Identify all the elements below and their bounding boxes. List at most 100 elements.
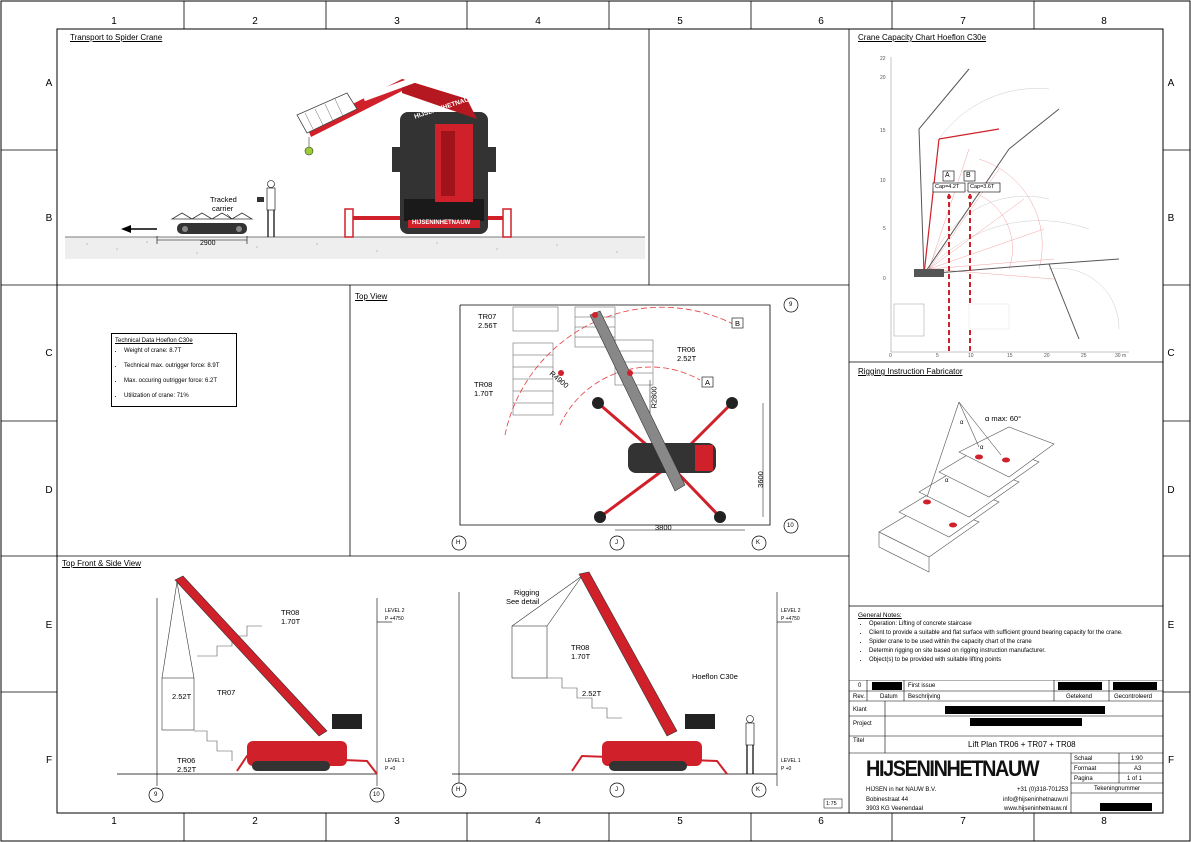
- top-dim-h: 3800: [655, 523, 672, 532]
- general-notes-heading: General Notes:: [858, 612, 902, 619]
- tb-title-value: Lift Plan TR06 + TR07 + TR08: [968, 740, 1076, 749]
- capacity-cap-b: Cap=3.6T: [970, 184, 995, 190]
- side-rigging-label-2: See detail: [506, 597, 540, 606]
- zone-col-5-bottom: 5: [677, 816, 683, 827]
- front-side-title: Top Front & Side View: [62, 559, 142, 568]
- zone-col-4: 4: [535, 16, 541, 27]
- zone-row-f: F: [45, 755, 53, 766]
- capacity-ytick-20: 20: [880, 75, 886, 81]
- tb-phone: +31 (0)318-701253: [1017, 787, 1069, 793]
- technical-data-item: Weight of crane: 8.7T: [124, 344, 236, 359]
- zone-col-6-bottom: 6: [818, 816, 824, 827]
- rigging-alpha-max: α max: 60°: [985, 414, 1022, 423]
- capacity-xtick-25: 25: [1081, 353, 1087, 359]
- transport-title: Transport to Spider Crane: [70, 33, 163, 42]
- tb-scale-value: 1:90: [1131, 756, 1143, 762]
- capacity-marker-b: B: [966, 172, 971, 179]
- side-grid-j: J: [615, 787, 618, 793]
- side-tr-weight: 2.52T: [582, 689, 602, 698]
- side-level2: LEVEL 2: [781, 608, 801, 614]
- tb-address-1: Bobinestraat 44: [866, 797, 909, 803]
- front-level2-value: P +4750: [385, 616, 404, 622]
- transport-dimension: 2900: [200, 240, 216, 247]
- top-grid-10: 10: [787, 523, 794, 529]
- capacity-xtick-30: 30 m: [1115, 353, 1127, 359]
- top-grid-k: K: [756, 540, 761, 546]
- title-block-grid: [849, 680, 1163, 813]
- carrier-label-1: Tracked: [210, 195, 237, 204]
- side-crane-model: Hoeflon C30e: [692, 672, 738, 681]
- top-view-drawing: [451, 297, 799, 551]
- front-level1: LEVEL 1: [385, 758, 405, 764]
- capacity-xtick-0: 0: [889, 353, 892, 359]
- zone-row-a: A: [45, 78, 53, 89]
- top-tr07: TR07: [478, 312, 497, 321]
- zone-col-1: 1: [111, 16, 117, 27]
- tb-project-label: Project: [853, 721, 872, 727]
- top-grid-h: H: [456, 540, 461, 546]
- zone-row-f-right: F: [1167, 755, 1175, 766]
- tb-company-name: HIJSEN in het NAUW B.V.: [866, 787, 937, 793]
- zone-col-6: 6: [818, 16, 824, 27]
- side-level1-value: P +0: [781, 766, 792, 772]
- rigging-title: Rigging Instruction Fabricator: [858, 367, 963, 376]
- zone-row-b: B: [45, 213, 53, 224]
- capacity-xtick-5: 5: [936, 353, 939, 359]
- zone-col-8-bottom: 8: [1101, 816, 1107, 827]
- side-level2-value: P +4750: [781, 616, 800, 622]
- zone-col-4-bottom: 4: [535, 816, 541, 827]
- zone-row-d: D: [45, 485, 53, 496]
- side-grid-h: H: [456, 787, 461, 793]
- capacity-ytick-5: 5: [883, 226, 886, 232]
- tb-col-description: Beschrijving: [908, 694, 941, 700]
- tb-redacted-drawn: [1058, 682, 1102, 690]
- capacity-marker-a: A: [945, 172, 950, 179]
- side-rigging-label-1: Rigging: [514, 588, 540, 597]
- capacity-xtick-15: 15: [1007, 353, 1013, 359]
- zone-col-8: 8: [1101, 16, 1107, 27]
- top-dim-v: 3600: [755, 471, 765, 488]
- front-level1-value: P +0: [385, 766, 396, 772]
- tb-website: www.hijseninhetnauw.nl: [1004, 806, 1068, 812]
- top-marker-b: B: [735, 319, 741, 328]
- transport-drawing: [65, 74, 645, 259]
- rigging-alpha-1: α: [960, 420, 964, 426]
- tb-col-rev: Rev.: [853, 694, 865, 700]
- general-notes-box: Operation: Lifting of concrete staircase…: [855, 620, 1145, 665]
- tb-email: info@hijseninhetnauw.nl: [1003, 797, 1068, 803]
- tb-scale-label: Schaal: [1074, 756, 1093, 762]
- capacity-ytick-10: 10: [880, 178, 886, 184]
- tb-redacted-project: [970, 718, 1082, 726]
- zone-row-c: C: [45, 348, 53, 359]
- zone-row-b-right: B: [1167, 213, 1175, 224]
- technical-data-item: Technical max. outrigger force: 8.9T: [124, 359, 236, 374]
- side-tr08-weight: 1.70T: [571, 652, 591, 661]
- tb-page-label: Pagina: [1074, 776, 1093, 782]
- tb-redacted-date: [872, 682, 902, 690]
- general-notes-list: Operation: Lifting of concrete staircase…: [855, 620, 1145, 665]
- front-tr06: TR06: [177, 756, 196, 765]
- capacity-ytick-0: 0: [883, 276, 886, 282]
- top-tr07-weight: 2.56T: [478, 321, 498, 330]
- top-grid-j: J: [615, 540, 618, 546]
- technical-data-list: Weight of crane: 8.7T Technical max. out…: [112, 344, 236, 404]
- tb-address-2: 3903 KG Veenendaal: [866, 806, 924, 812]
- side-grid-k: K: [756, 787, 761, 793]
- capacity-xtick-20: 20: [1044, 353, 1050, 359]
- front-tr06-weight: 2.52T: [177, 765, 197, 774]
- capacity-xtick-10: 10: [968, 353, 974, 359]
- front-tr07: TR07: [217, 688, 236, 697]
- zone-col-3-bottom: 3: [394, 816, 400, 827]
- tb-redacted-checked: [1113, 682, 1157, 690]
- tb-drawing-number-label: Tekeningnummer: [1094, 786, 1141, 792]
- zone-col-7-bottom: 7: [960, 816, 966, 827]
- rigging-alpha-3: α: [945, 478, 949, 484]
- front-tr08-weight: 1.70T: [281, 617, 301, 626]
- top-radius-b: R2800: [649, 386, 659, 409]
- carrier-label-2: carrier: [212, 204, 234, 213]
- tb-col-drawn: Getekend: [1066, 694, 1093, 700]
- technical-data-item: Max. occuring outrigger force: 6.2T: [124, 374, 236, 389]
- capacity-ytick-15: 15: [880, 128, 886, 134]
- technical-data-heading: Technical Data Hoeflon C30e: [115, 338, 193, 344]
- general-note-item: Spider crane to be used within the capac…: [869, 638, 1145, 647]
